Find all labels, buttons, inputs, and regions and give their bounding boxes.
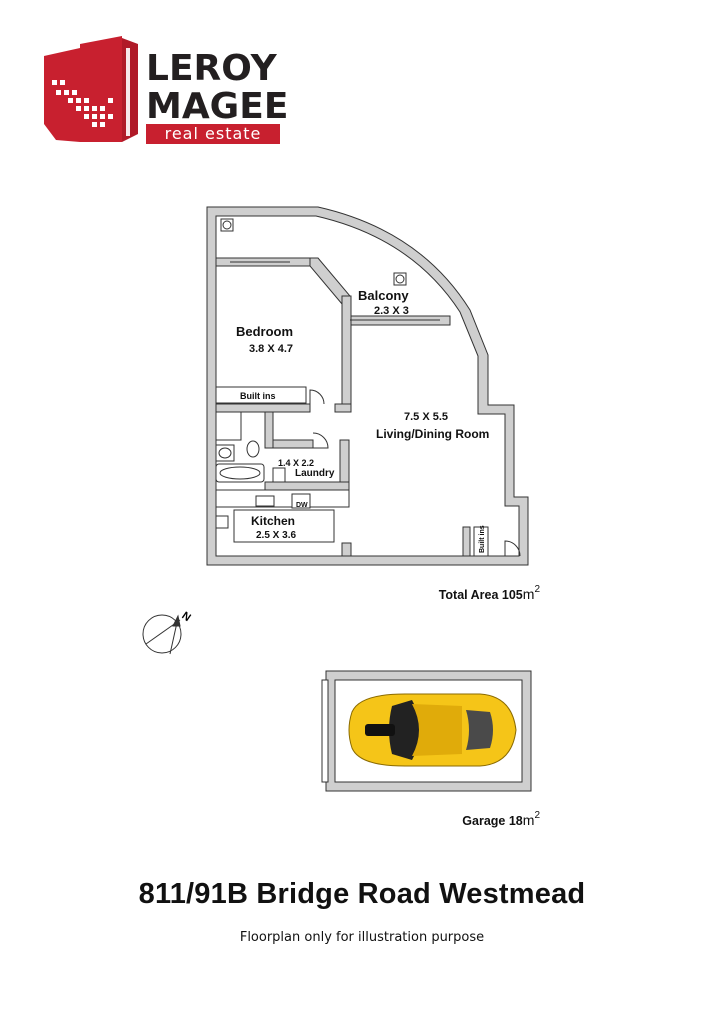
garage-area-unit: m <box>522 812 535 828</box>
living-name: Living/Dining Room <box>376 427 489 441</box>
leroy-magee-logo: LEROY MAGEE real estate <box>42 34 288 146</box>
windows <box>230 261 440 321</box>
bedroom-size: 3.8 X 4.7 <box>249 343 293 355</box>
logo-line1: LEROY <box>146 48 278 89</box>
laundry-name: Laundry <box>295 468 335 479</box>
compass-icon <box>142 614 182 655</box>
logo-line2: MAGEE <box>146 86 287 127</box>
kitchen-name: Kitchen <box>251 514 295 528</box>
kitchen-size: 2.5 X 3.6 <box>256 530 296 541</box>
kitchen-bench <box>215 489 350 543</box>
balcony-name: Balcony <box>358 288 409 303</box>
disclaimer-text: Floorplan only for illustration purpose <box>239 930 485 945</box>
garage-area-text: Garage 18 <box>462 814 523 828</box>
logo-tagline-bg <box>146 124 280 144</box>
laundry-door <box>312 432 329 449</box>
balcony-size: 2.3 X 3 <box>374 305 409 317</box>
entry-door <box>504 540 521 557</box>
car-icon <box>348 693 517 767</box>
logo-windows <box>52 80 113 127</box>
bedroom-built-ins-label: Built ins <box>240 391 276 401</box>
bedroom-name: Bedroom <box>236 324 293 339</box>
property-address: 811/91B Bridge Road Westmead <box>138 878 586 910</box>
bedroom-built-ins <box>215 386 307 404</box>
living-size: 7.5 X 5.5 <box>404 411 448 423</box>
garage-area-exponent: 2 <box>534 810 540 821</box>
bedroom-door <box>309 389 325 405</box>
total-area-unit: m <box>522 586 535 602</box>
bathroom-fixtures <box>215 411 265 483</box>
logo-building-left <box>44 48 80 142</box>
garage-area-label: Garage 18m2 <box>400 810 540 828</box>
total-area-text: Total Area 105 <box>438 588 523 602</box>
dw-label: DW <box>296 502 308 509</box>
laundry-tub <box>272 467 286 483</box>
living-built-ins <box>473 526 489 557</box>
laundry-size: 1.4 X 2.2 <box>278 458 314 468</box>
vent-icon <box>220 218 407 286</box>
total-area-label: Total Area 105m2 <box>400 584 540 602</box>
living-built-ins-label: Built ins <box>479 525 486 553</box>
outer-walls <box>206 206 529 566</box>
total-area-exponent: 2 <box>534 584 540 595</box>
compass-north-label: N <box>179 610 192 624</box>
logo-line3: real estate <box>165 124 262 143</box>
